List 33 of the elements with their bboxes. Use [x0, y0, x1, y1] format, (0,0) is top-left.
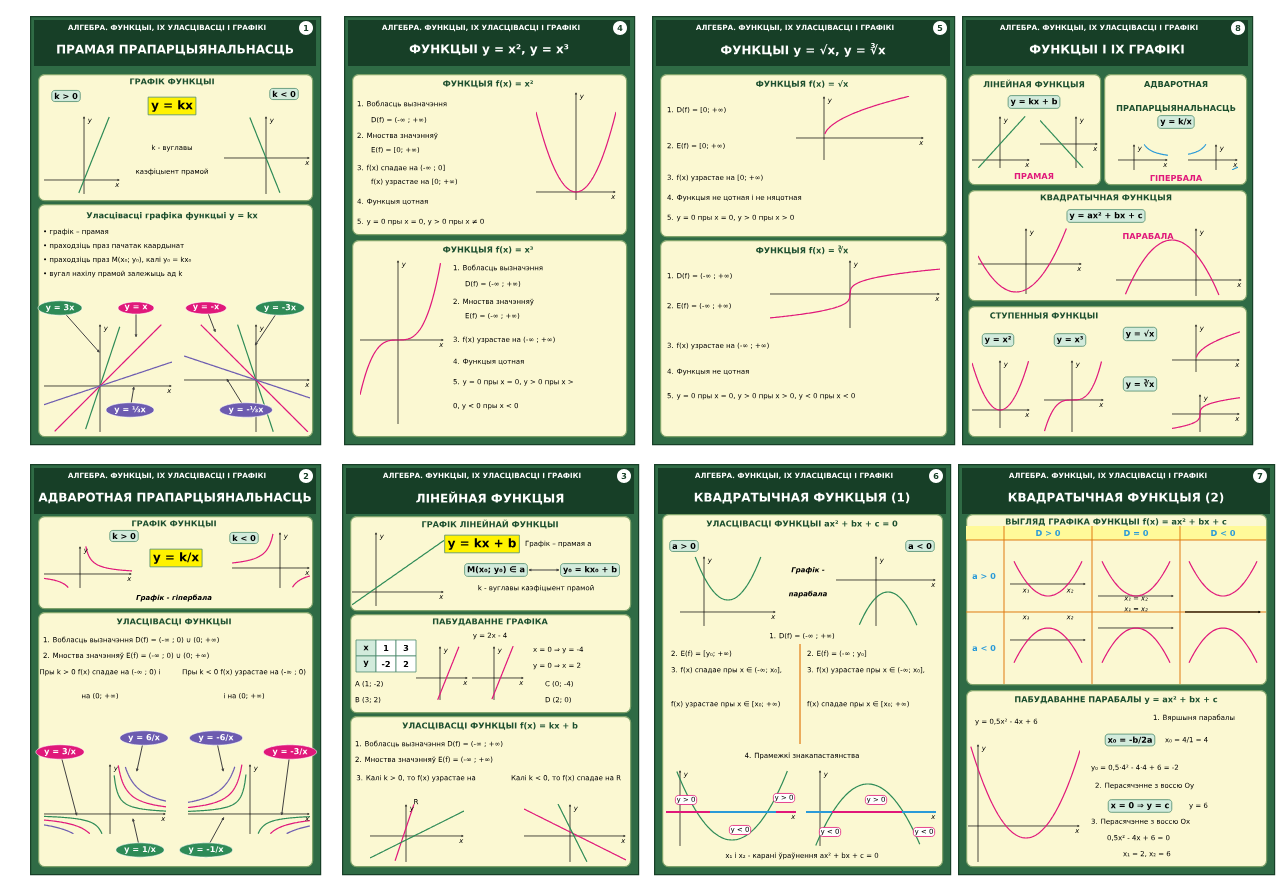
- panel: [968, 306, 1248, 438]
- leader-arrow: [130, 386, 135, 403]
- panel: [352, 240, 628, 438]
- panel: [660, 240, 948, 438]
- panel: [38, 516, 314, 610]
- leader-arrow: [209, 817, 225, 844]
- panel: [1104, 74, 1248, 186]
- leader-arrow: [226, 378, 242, 404]
- panel: [350, 614, 632, 714]
- panel: [660, 74, 948, 238]
- graph-drawing: [183, 324, 310, 433]
- double-arrow: [528, 568, 560, 572]
- leader-arrow: [280, 759, 290, 816]
- leader-arrow: [254, 314, 276, 346]
- leader-arrow: [208, 313, 216, 333]
- panel: [968, 74, 1102, 186]
- panel: [38, 74, 314, 202]
- panel: [662, 514, 944, 868]
- panel: [352, 74, 628, 236]
- panel: [38, 204, 314, 438]
- panel: [350, 716, 632, 868]
- panel: [38, 612, 314, 868]
- panel: [966, 690, 1268, 868]
- graph-drawing: [43, 764, 166, 835]
- leader-arrow: [136, 745, 143, 772]
- graph-drawing: [187, 764, 310, 835]
- leader-arrow: [65, 314, 100, 353]
- panel: [968, 190, 1248, 302]
- leader-arrow: [134, 313, 138, 338]
- leader-arrow: [217, 745, 224, 772]
- leader-arrow: [61, 759, 78, 816]
- leader-arrow: [132, 818, 139, 844]
- graph-drawing: [43, 324, 172, 433]
